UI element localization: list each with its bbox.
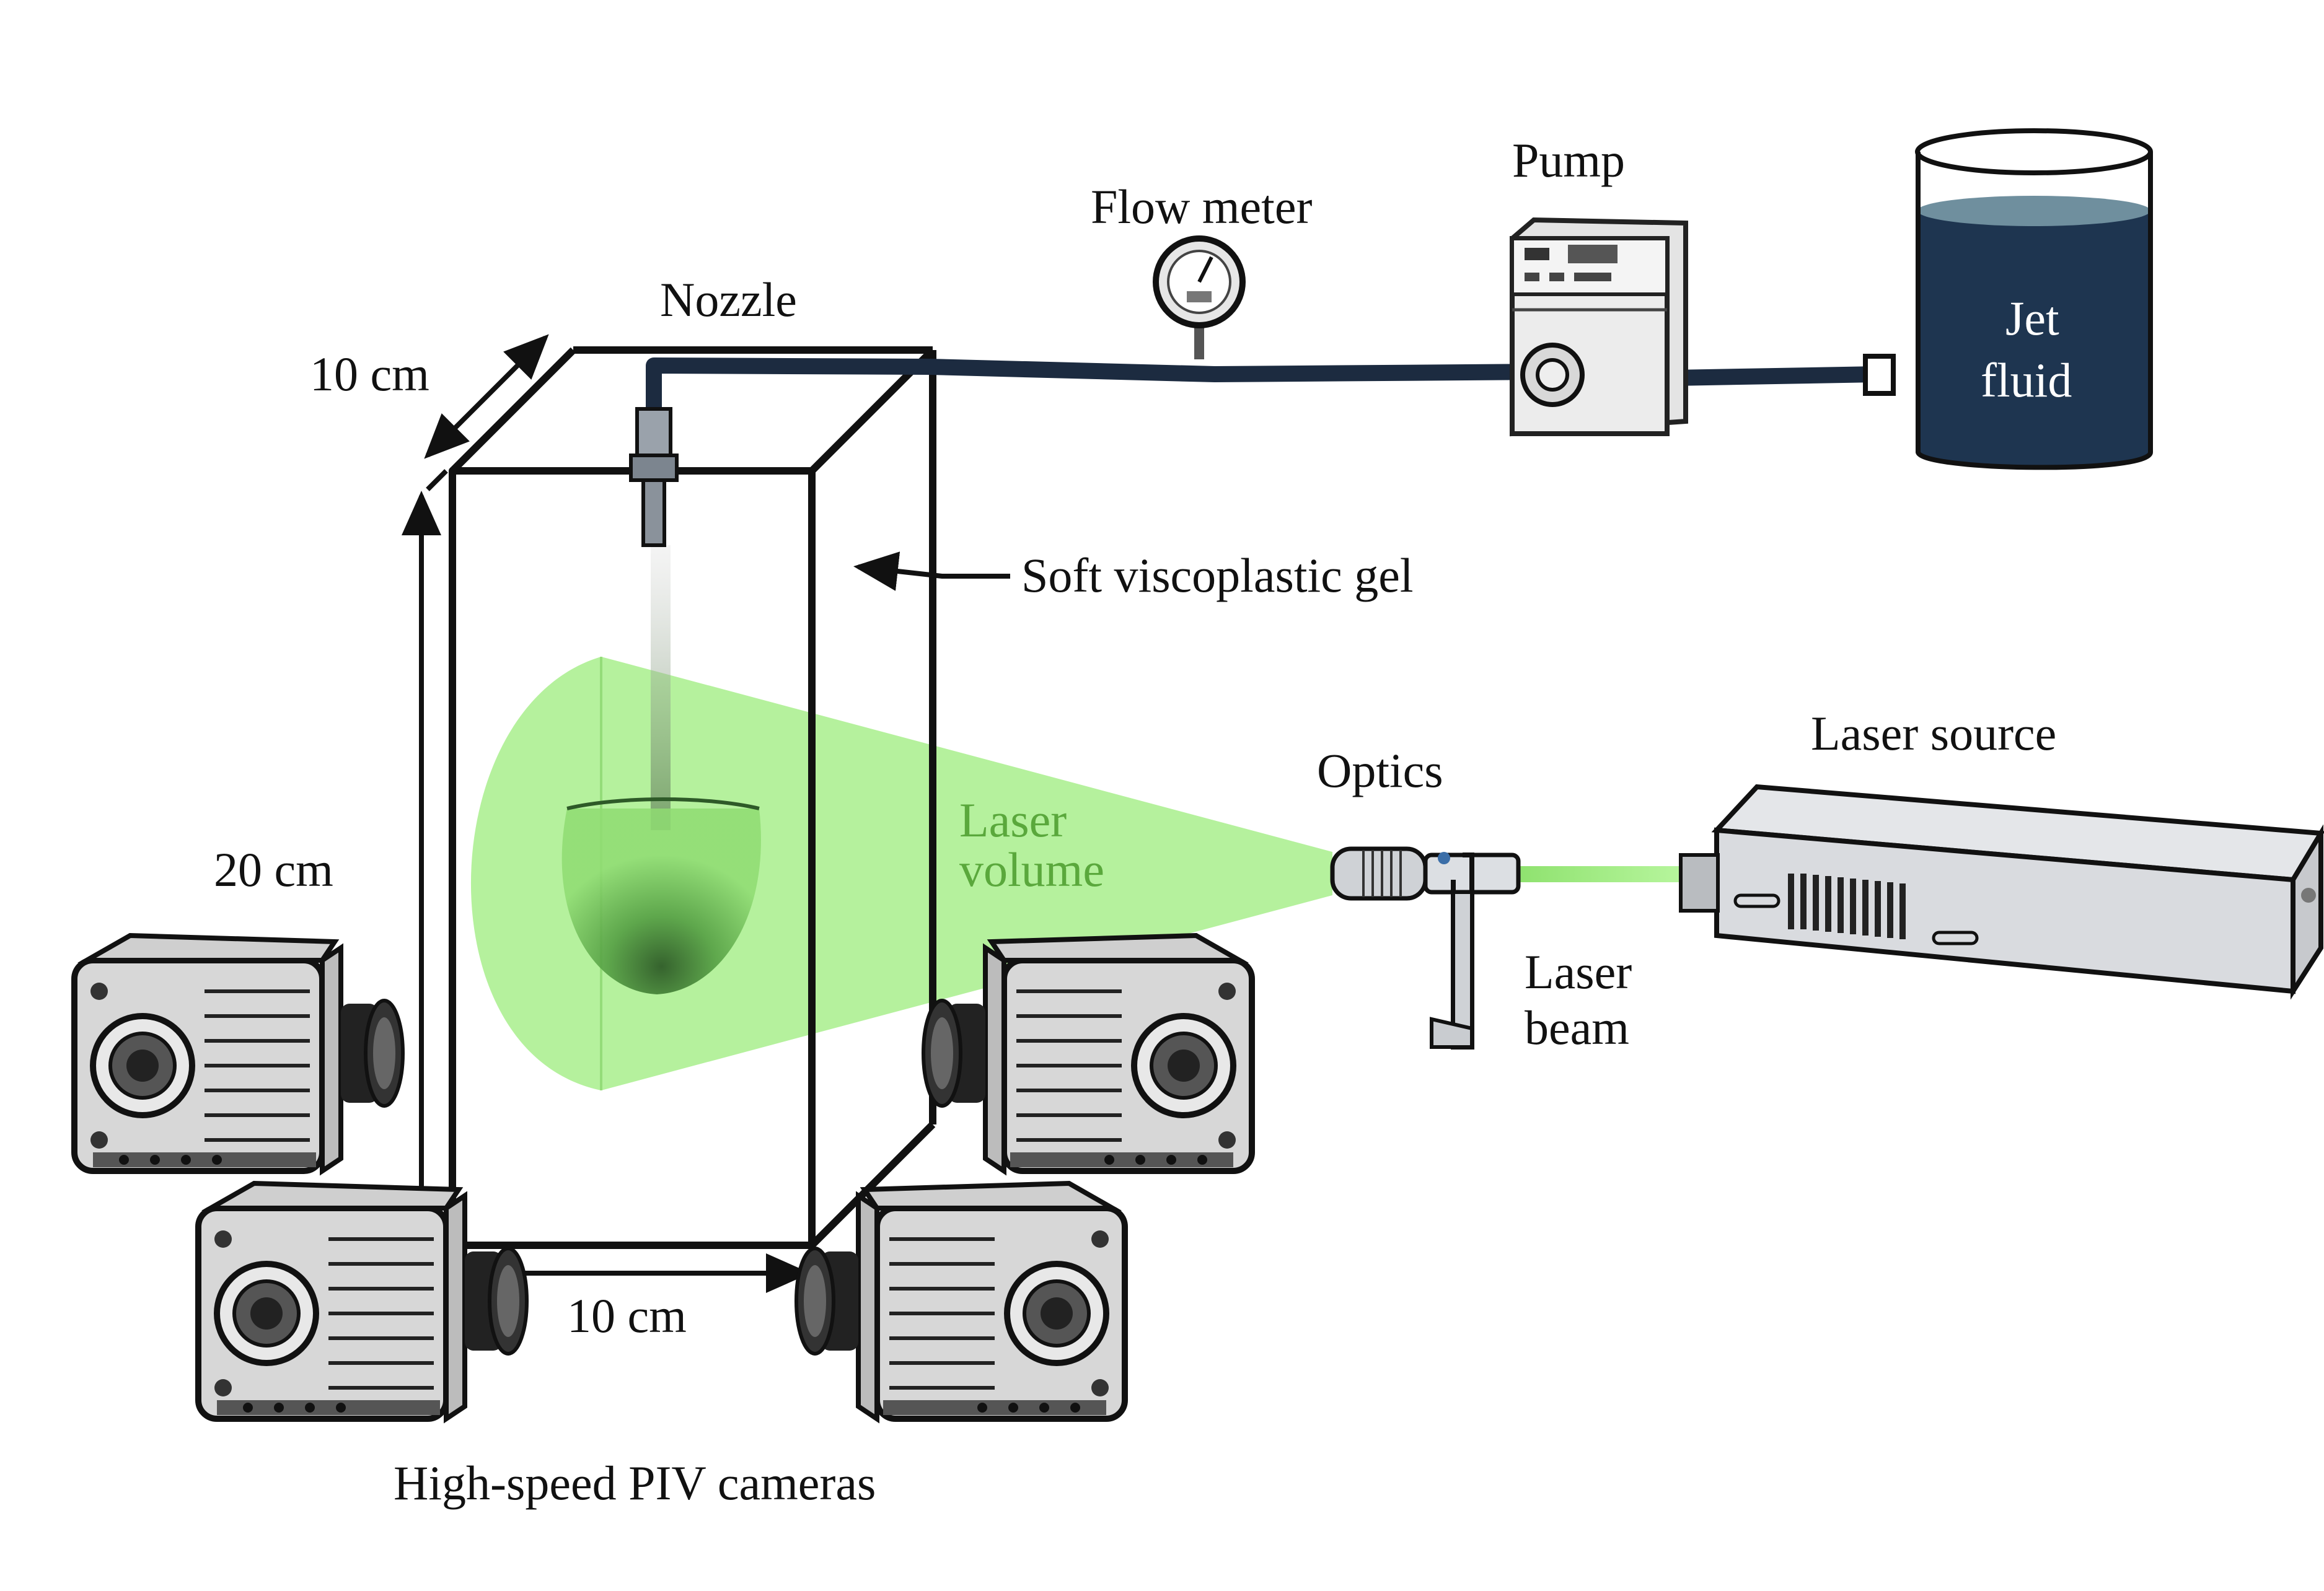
jet-fluid-label-line1: Jet	[2005, 291, 2059, 345]
camera-icon	[198, 1183, 527, 1419]
height-dimension-label: 20 cm	[214, 843, 333, 896]
gel-label: Soft viscoplastic gel	[1021, 548, 1414, 602]
laser-beam-label-line2: beam	[1525, 1001, 1629, 1054]
laser-beam-label-line1: Laser	[1525, 945, 1632, 999]
height-dimension-line	[402, 469, 448, 1192]
nozzle-icon	[629, 407, 679, 547]
jet-stream	[651, 545, 671, 830]
nozzle-label: Nozzle	[660, 273, 797, 327]
flow-meter-gauge-icon	[1153, 235, 1246, 359]
optics-label: Optics	[1317, 743, 1443, 797]
supply-tube	[646, 357, 1886, 417]
optics-lens-icon	[1330, 846, 1521, 1050]
laser-beam	[1518, 866, 1679, 882]
cameras-label: High-speed PIV cameras	[394, 1456, 876, 1510]
depth-dimension-arrow	[424, 334, 549, 459]
jet-plume	[561, 797, 761, 994]
laser-volume-label-line1: Laser	[959, 793, 1067, 847]
laser-source-icon	[1679, 784, 2324, 1000]
depth-dimension-label: 10 cm	[310, 347, 429, 401]
jet-fluid-label-line2: fluid	[1981, 353, 2072, 407]
pump-label: Pump	[1512, 133, 1625, 187]
peristaltic-pump-icon	[1510, 217, 1688, 437]
camera-icon	[74, 936, 403, 1171]
flow-meter-label: Flow meter	[1091, 180, 1312, 234]
gel-pointer-arrow	[853, 551, 1010, 591]
fluid-tank-icon	[1863, 128, 2153, 470]
laser-volume-label-line2: volume	[959, 843, 1104, 896]
camera-icon	[796, 1183, 1125, 1419]
laser-source-label: Laser source	[1811, 706, 2056, 760]
width-dimension-label: 10 cm	[567, 1289, 687, 1343]
